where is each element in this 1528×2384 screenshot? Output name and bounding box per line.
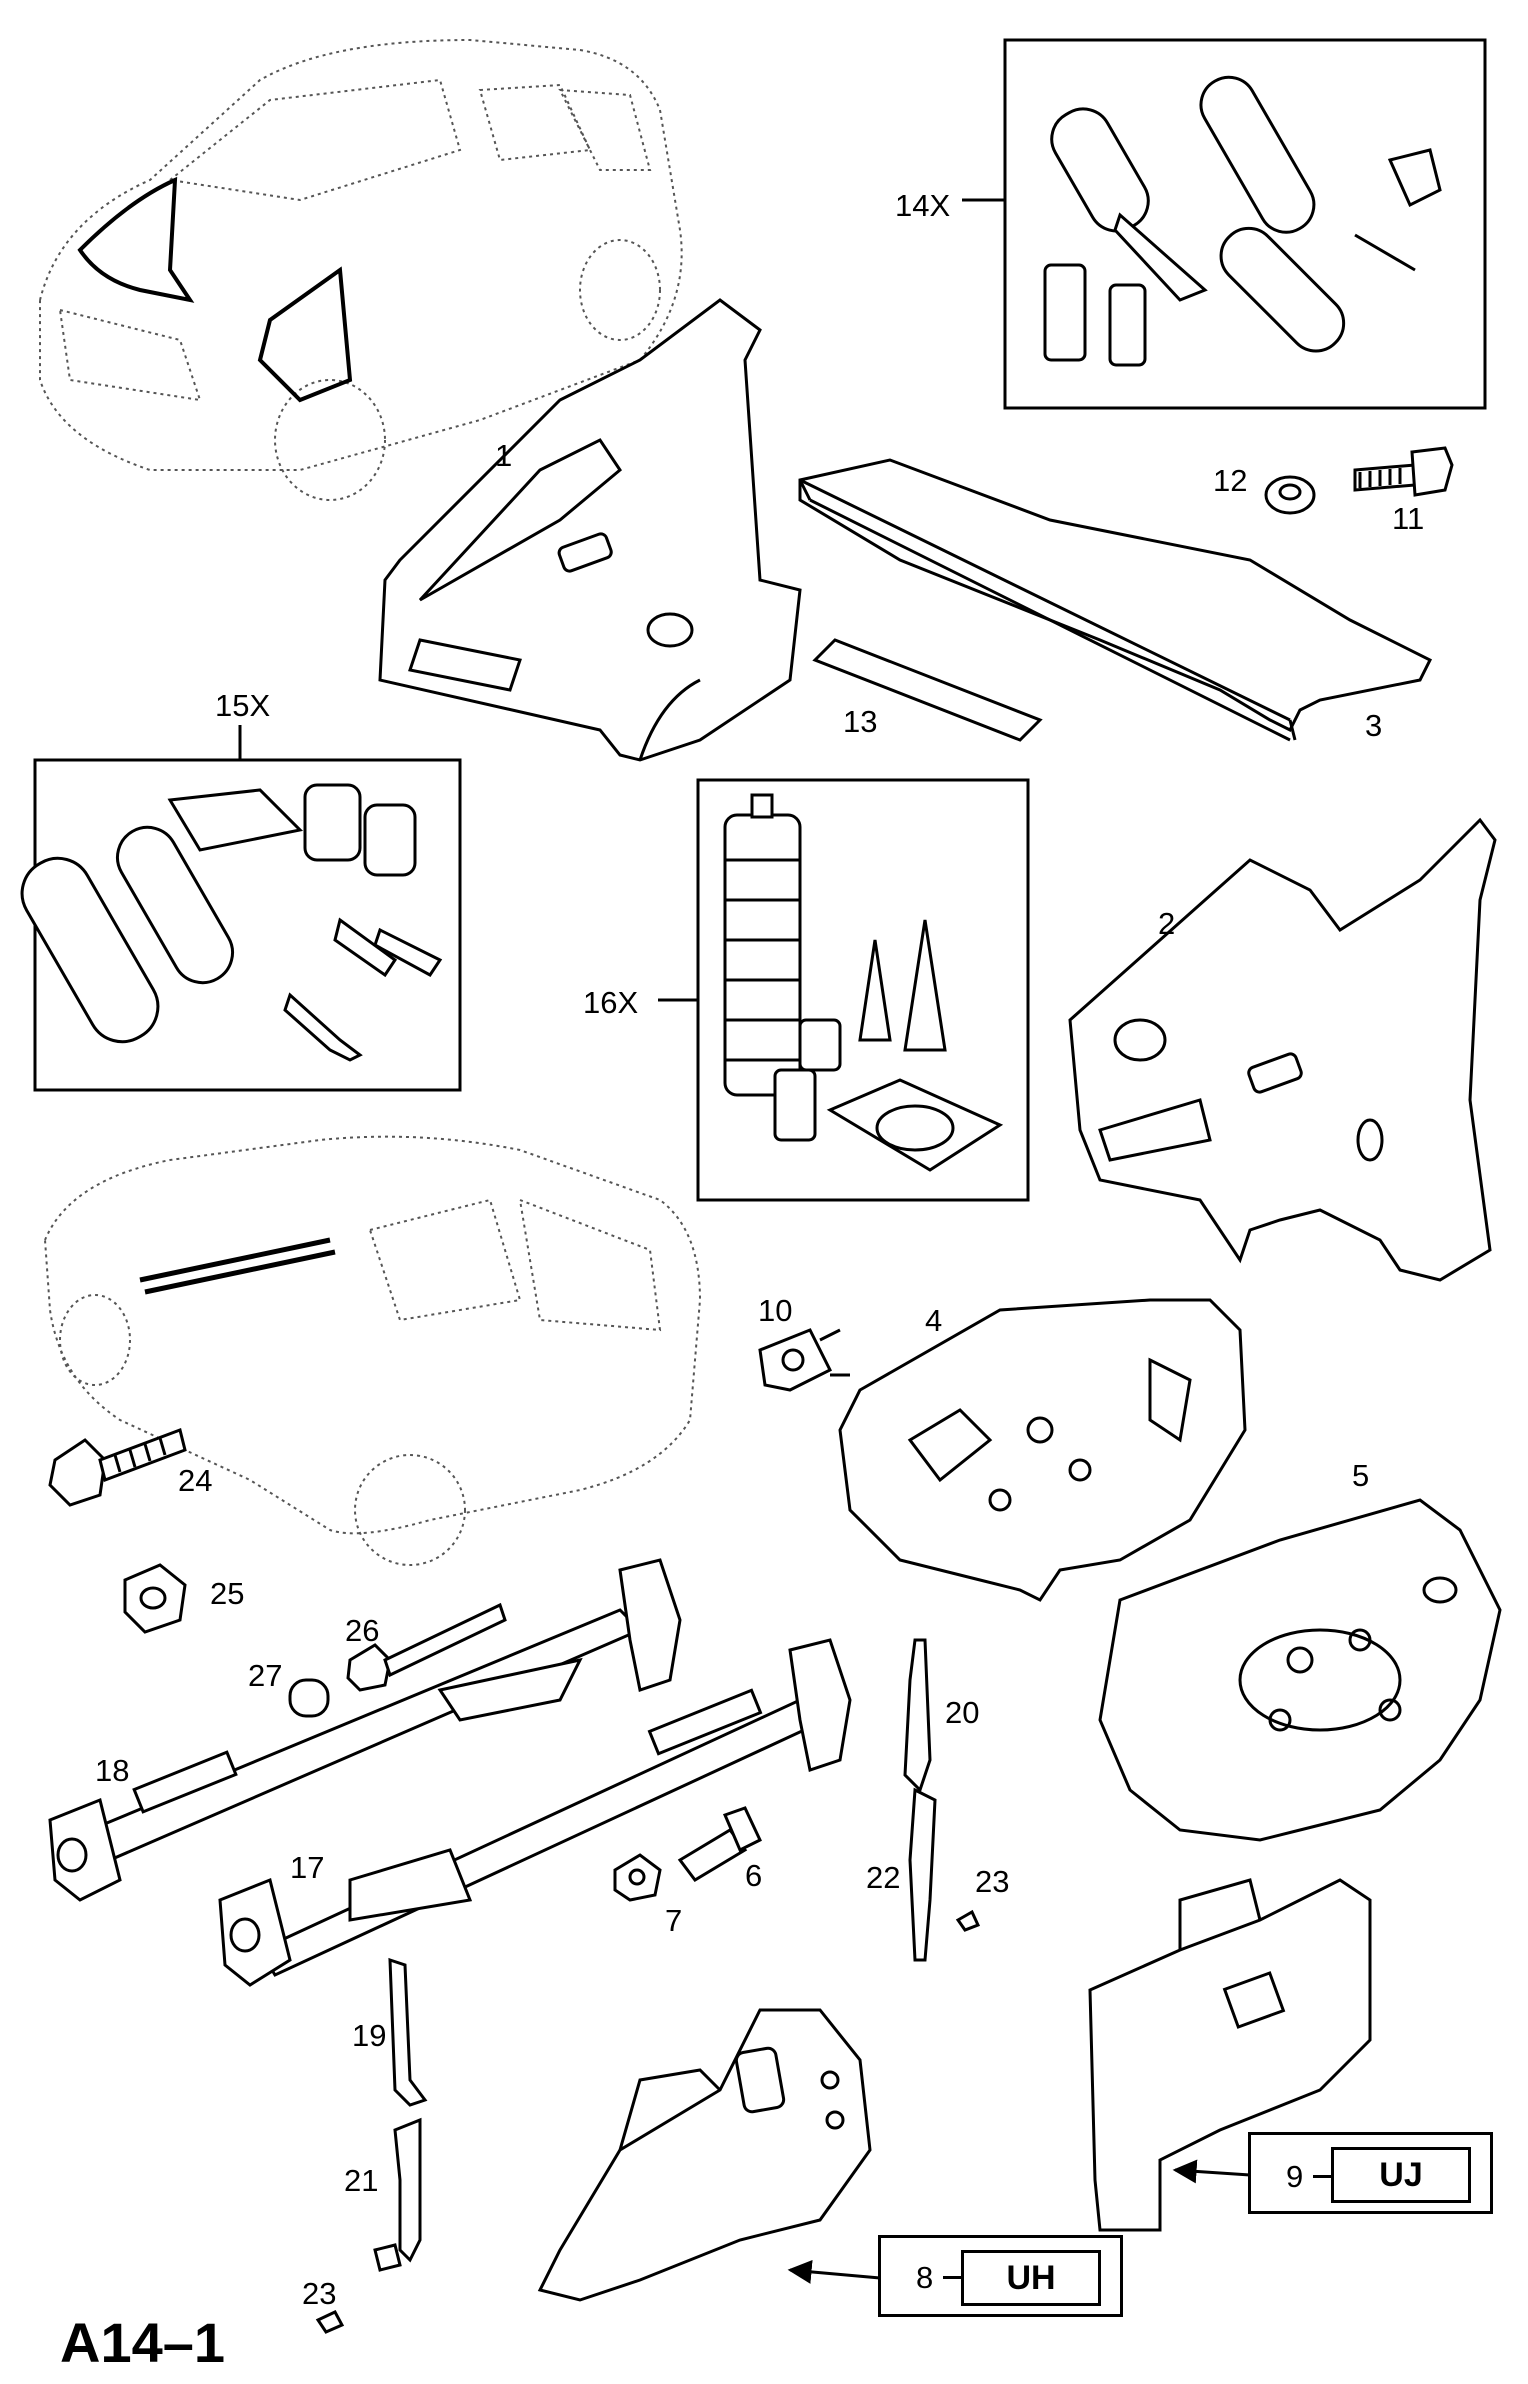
part-label-16x: 16X	[583, 985, 639, 1020]
part-11-drawing	[1353, 446, 1454, 497]
part-label-10: 10	[758, 1293, 793, 1328]
part-label-22: 22	[866, 1860, 901, 1895]
part-label-11: 11	[1392, 501, 1425, 536]
part-label-6: 6	[745, 1858, 763, 1893]
part-27-drawing	[288, 1678, 330, 1718]
code-box-8: 8 UH	[878, 2235, 1123, 2317]
part-7-drawing	[613, 1853, 662, 1902]
part-label-14x: 14X	[895, 188, 951, 223]
part-3-drawing	[798, 458, 1433, 742]
part-20-drawing	[903, 1638, 932, 1793]
part-25-drawing	[123, 1563, 187, 1634]
part-label-25: 25	[210, 1576, 245, 1611]
leader-lines	[238, 198, 1005, 1002]
part-label-12: 12	[1213, 463, 1248, 498]
kit-15x-contents	[20, 783, 443, 1062]
code-arrows	[787, 2159, 1251, 2284]
van-front-highlight	[77, 176, 353, 403]
part-23b-drawing	[315, 2310, 345, 2334]
part-19-drawing	[388, 1957, 428, 2107]
kit-14x-contents	[1043, 75, 1442, 367]
part-2-drawing	[1068, 817, 1497, 1282]
part-label-21: 21	[344, 2163, 379, 2198]
part-23a-drawing	[955, 1909, 981, 1932]
part-5-drawing	[1098, 1498, 1502, 1842]
part-label-20: 20	[945, 1695, 980, 1730]
part-9-drawing	[1088, 1878, 1372, 2232]
part-label-2: 2	[1158, 906, 1176, 941]
part-label-1: 1	[495, 438, 513, 473]
part-label-27: 27	[248, 1658, 283, 1693]
part-17-drawing	[218, 1638, 852, 1987]
part-label-24: 24	[178, 1463, 213, 1498]
code-number-8: 8	[916, 2260, 934, 2295]
van-rear-highlight	[139, 1237, 336, 1295]
page-code: A14–1	[60, 2311, 226, 2374]
part-22-drawing	[908, 1787, 937, 1962]
part-label-17: 17	[290, 1850, 325, 1885]
part-1-drawing	[378, 298, 802, 762]
part-label-15x: 15X	[215, 688, 271, 723]
part-24-drawing	[48, 1428, 187, 1507]
part-6-drawing	[677, 1806, 762, 1882]
kit-16x-contents	[723, 793, 1004, 1172]
code-label-uj: UJ	[1331, 2147, 1471, 2203]
code-connector-9	[1313, 2175, 1331, 2178]
part-label-13: 13	[843, 704, 878, 739]
part-label-18: 18	[95, 1753, 130, 1788]
part-label-19: 19	[352, 2018, 387, 2053]
part-18-drawing	[48, 1558, 682, 1902]
part-12-drawing	[1264, 475, 1316, 515]
part-4-drawing	[838, 1298, 1247, 1602]
part-13-drawing	[812, 638, 1043, 742]
part-label-26: 26	[345, 1613, 380, 1648]
part-label-7: 7	[665, 1903, 683, 1938]
code-connector-8	[943, 2276, 961, 2279]
part-label-3: 3	[1365, 708, 1383, 743]
part-label-23b: 23	[302, 2276, 337, 2311]
part-26-drawing	[346, 1602, 507, 1692]
code-label-uh: UH	[961, 2250, 1101, 2306]
van-rear-illustration	[43, 1135, 702, 1566]
part-8-drawing	[537, 2008, 872, 2302]
part-label-4: 4	[925, 1303, 943, 1338]
part-label-5: 5	[1352, 1458, 1370, 1493]
part-21-drawing	[373, 2117, 422, 2272]
code-number-9: 9	[1286, 2159, 1304, 2194]
code-box-9: 9 UJ	[1248, 2132, 1493, 2214]
van-front-illustration	[39, 38, 683, 501]
part-label-23a: 23	[975, 1864, 1010, 1899]
part-10-drawing	[758, 1328, 850, 1392]
